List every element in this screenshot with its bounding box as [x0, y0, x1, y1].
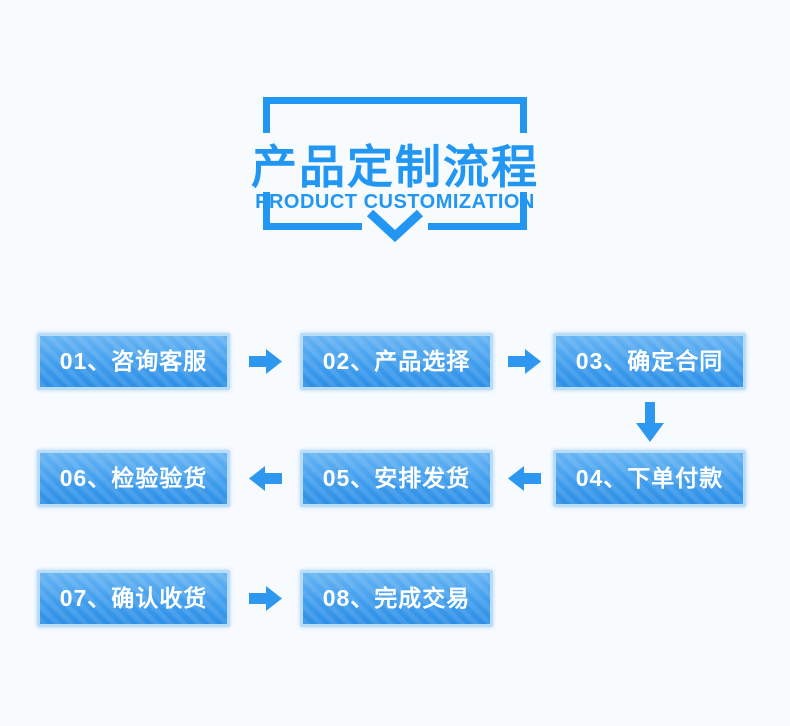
step-04-place-order-pay: 04、下单付款 — [553, 450, 746, 507]
arrow-right-icon — [508, 348, 541, 375]
step-08-complete-transaction: 08、完成交易 — [300, 570, 493, 627]
step-03-confirm-contract: 03、确定合同 — [553, 333, 746, 390]
diagram-header: 产品定制流程 PRODUCT CUSTOMIZATION — [251, 97, 537, 247]
arrow-down-icon — [634, 402, 666, 442]
step-05-arrange-shipment: 05、安排发货 — [300, 450, 493, 507]
arrow-left-icon — [249, 465, 282, 492]
step-06-inspect-goods: 06、检验验货 — [37, 450, 230, 507]
page-subtitle: PRODUCT CUSTOMIZATION — [255, 191, 535, 213]
chevron-down-icon — [366, 209, 424, 243]
step-07-confirm-receipt: 07、确认收货 — [37, 570, 230, 627]
step-02-product-selection: 02、产品选择 — [300, 333, 493, 390]
page-title: 产品定制流程 — [251, 141, 539, 193]
bracket-frame — [263, 97, 527, 243]
arrow-right-icon — [249, 585, 282, 612]
step-01-consult-service: 01、咨询客服 — [37, 333, 230, 390]
arrow-right-icon — [249, 348, 282, 375]
arrow-left-icon — [508, 465, 541, 492]
